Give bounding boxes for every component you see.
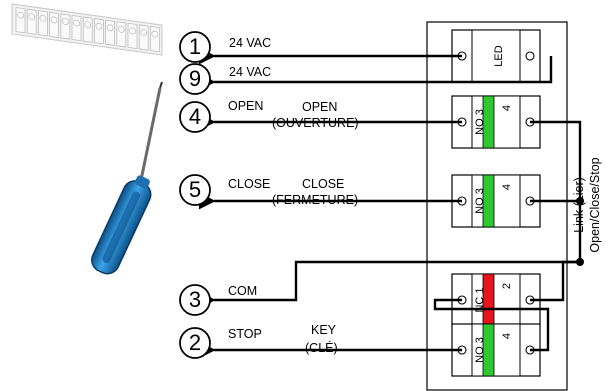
terminal-number: 2 [189, 330, 201, 355]
switch-3: NO 3 4 [451, 174, 541, 228]
switch-pin-label: 4 [501, 333, 513, 339]
terminal-4: 4 OPEN [179, 99, 263, 133]
switch-1: LED [451, 29, 541, 83]
switch-pin-label: 2 [501, 283, 513, 289]
switch-label: NC 1 [474, 287, 486, 312]
terminal-signal-label: OPEN [228, 99, 263, 113]
switch-2: NO 3 4 [451, 95, 541, 149]
terminal-signal-label: STOP [228, 327, 262, 341]
terminal-number: 4 [189, 104, 201, 129]
terminal-9: 9 24 VAC [179, 63, 271, 95]
link-label-line2: Open/Close/Stop [588, 157, 602, 252]
terminal-2: 2 STOP [179, 327, 262, 359]
terminal-5: 5 CLOSE [179, 174, 270, 206]
terminal-signal-label: COM [228, 284, 257, 298]
close-description-line2: (FERMETURE) [272, 193, 358, 207]
switch-pin-label: 4 [501, 184, 513, 190]
switch-label: NO 3 [474, 188, 486, 214]
screwdriver-icon [91, 81, 163, 275]
switch-label: NO 3 [474, 337, 486, 363]
switch-label: NO 3 [474, 109, 486, 135]
terminal-1: 1 24 VAC [179, 31, 271, 63]
terminal-number: 5 [189, 177, 201, 202]
key-description-line1: KEY [311, 323, 337, 337]
terminal-signal-label: 24 VAC [229, 36, 271, 50]
terminal-signal-label: 24 VAC [229, 65, 271, 79]
switch-4: NC 1 2 [451, 273, 541, 327]
switch-pin-label: 4 [501, 105, 513, 111]
switch-5: NO 3 4 [451, 323, 541, 377]
terminal-number: 3 [189, 287, 201, 312]
close-description-line1: CLOSE [302, 177, 344, 191]
open-description-line1: OPEN [302, 100, 337, 114]
terminal-block-icon [11, 3, 163, 56]
switch-label: LED [493, 45, 505, 66]
wires [198, 47, 584, 359]
contact-right [525, 51, 535, 61]
link-label-line1: Link (Lier) [572, 177, 586, 233]
terminal-number: 9 [189, 66, 201, 91]
terminal-3: 3 COM [179, 284, 257, 316]
terminal-number: 1 [189, 34, 201, 59]
open-description-line2: (OUVERTURE) [272, 116, 359, 130]
terminal-signal-label: CLOSE [228, 177, 270, 191]
key-description-line2: (CLÉ) [305, 340, 338, 355]
